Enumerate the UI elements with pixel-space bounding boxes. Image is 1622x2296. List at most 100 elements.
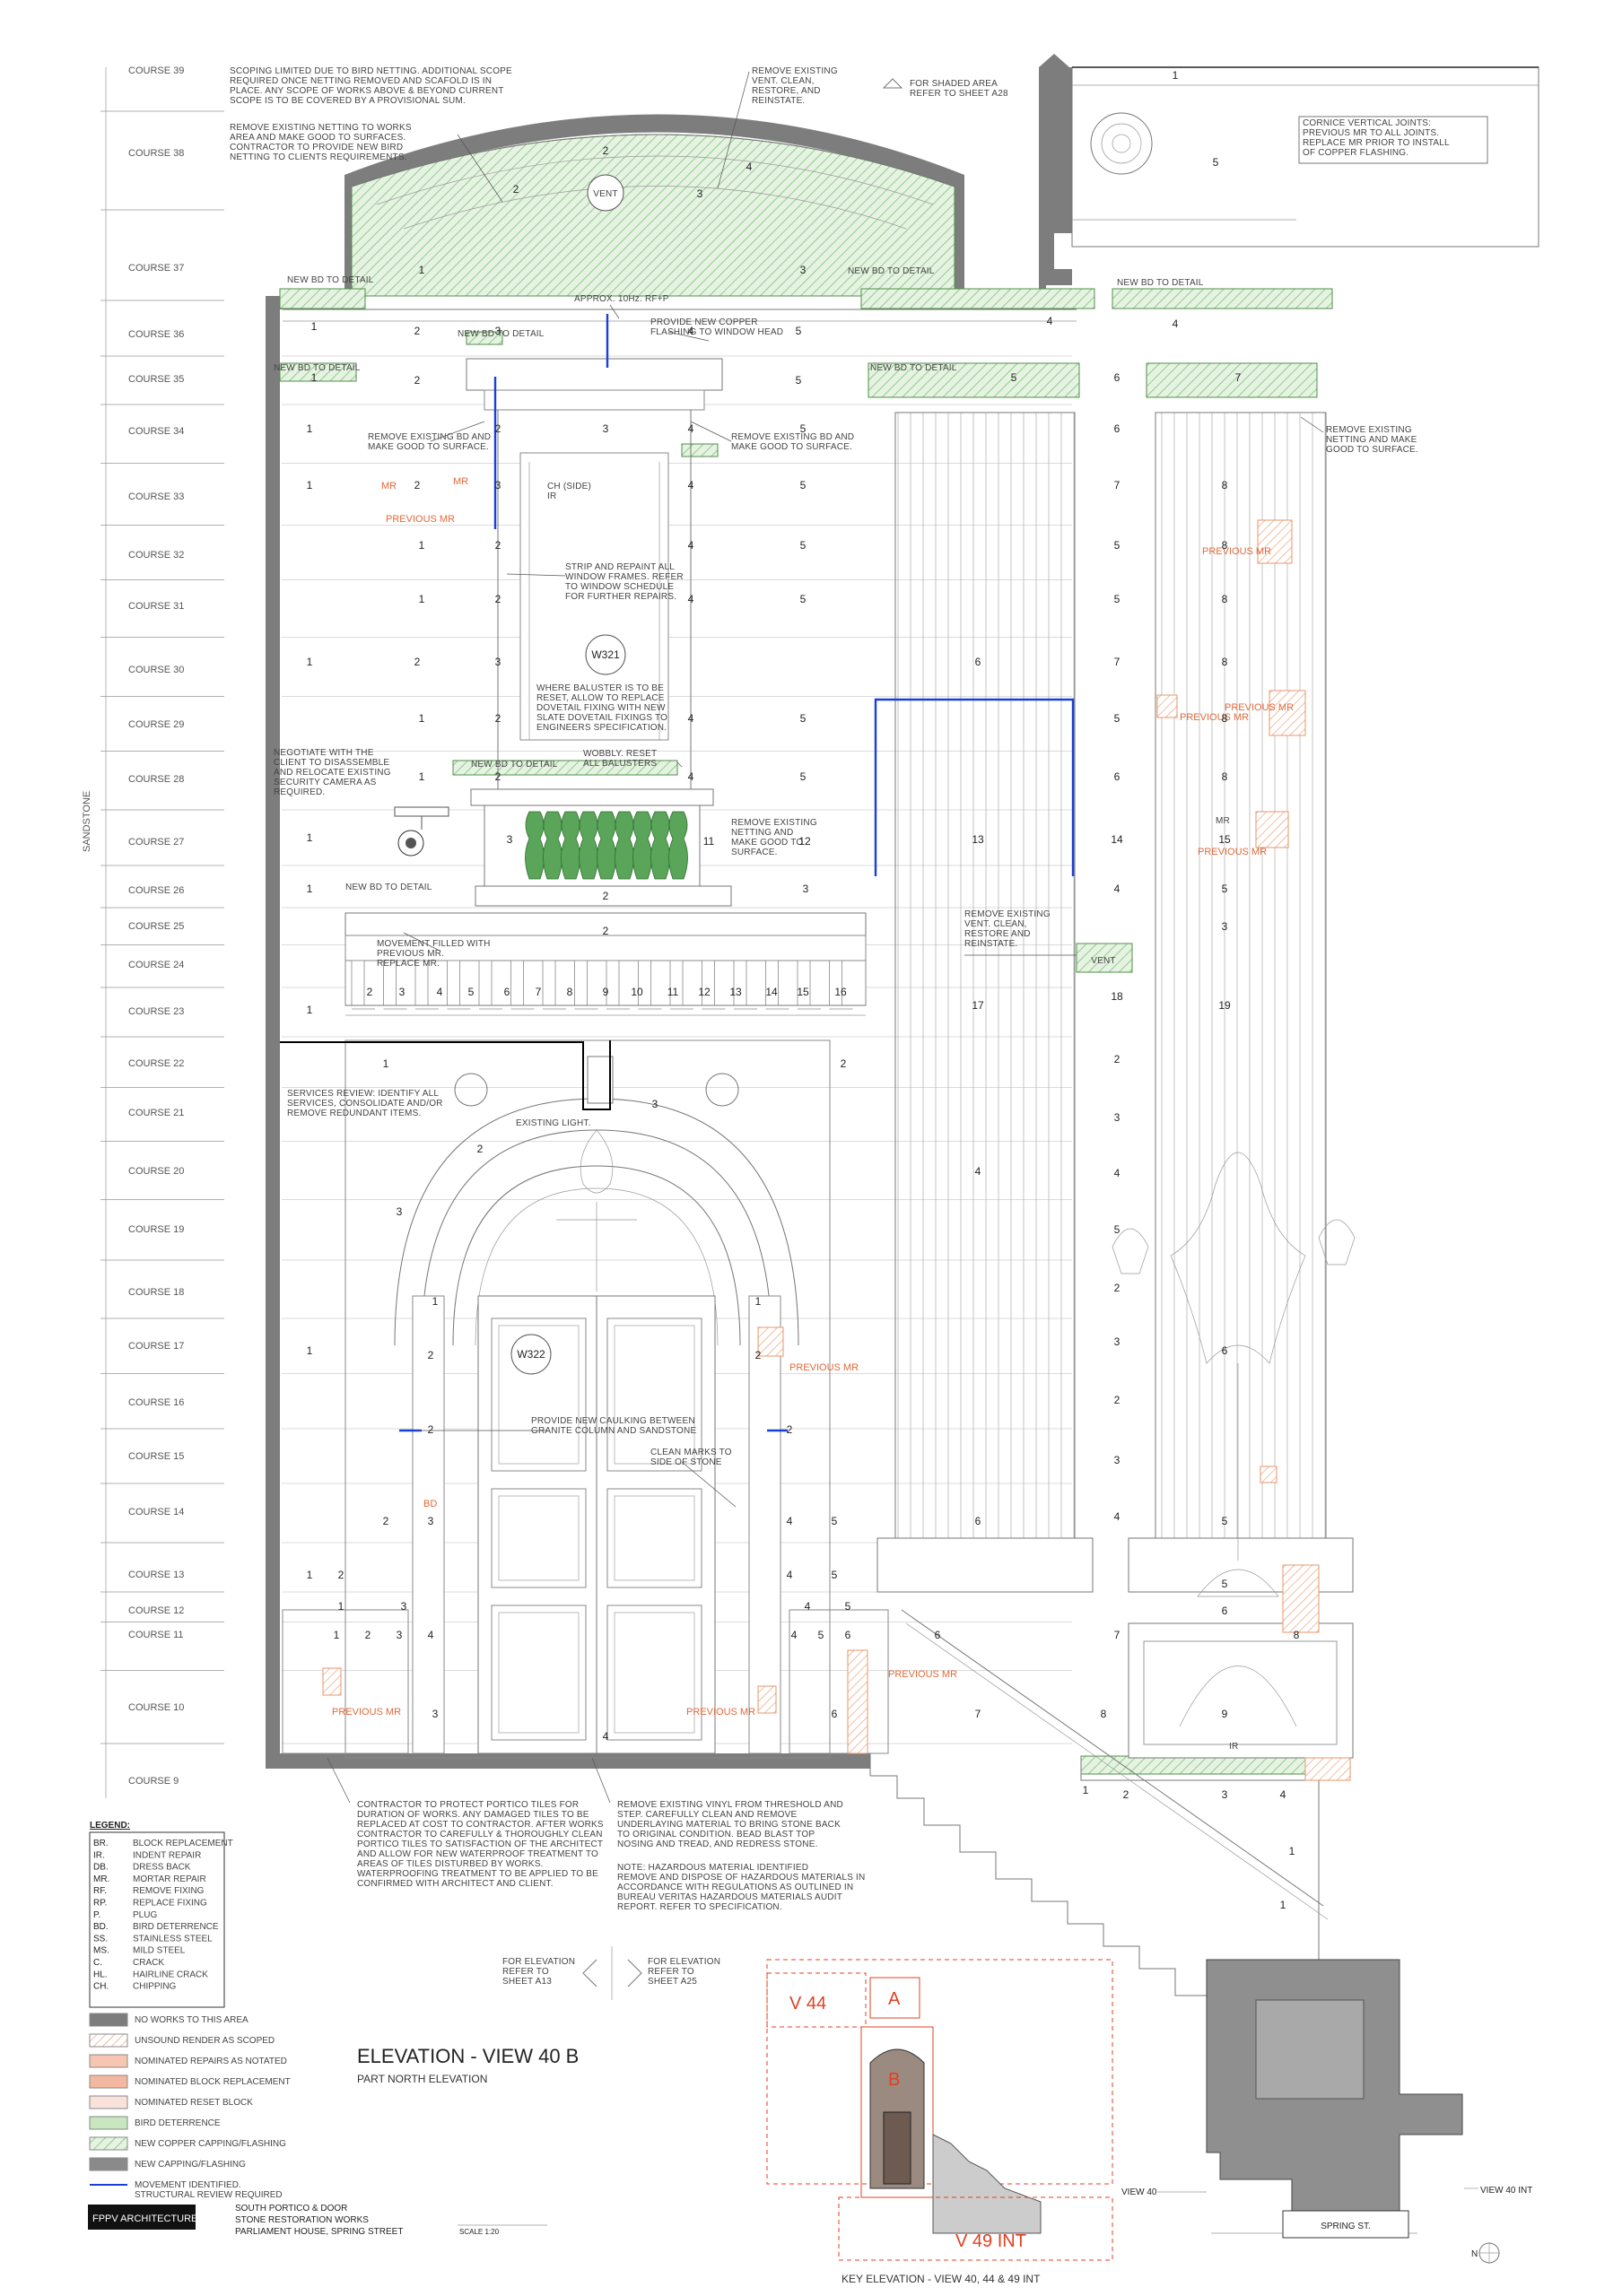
legend-code: RP. — [93, 1899, 107, 1909]
legend-code: RF. — [93, 1886, 107, 1896]
previous-mr-tag: PREVIOUS MR — [386, 514, 455, 525]
course-label: COURSE 33 — [128, 491, 184, 502]
note-new-bd: NEW BD TO DETAIL — [848, 266, 935, 276]
movement-lines — [280, 314, 1075, 1432]
legend-text: HAIRLINE CRACK — [133, 1970, 208, 1979]
course-label: COURSE 28 — [128, 774, 184, 785]
previous-mr-tag: PREVIOUS MR — [789, 1362, 859, 1373]
stone-number: 3 — [428, 1515, 434, 1527]
stone-number: 5 — [832, 1569, 838, 1581]
mr-tag: MR — [381, 481, 397, 491]
stone-number: 1 — [419, 593, 425, 605]
legend-text: DRESS BACK — [133, 1863, 191, 1873]
stone-number: 2 — [603, 144, 609, 157]
legend-code: BD. — [93, 1922, 109, 1932]
stone-number: 16 — [834, 986, 847, 998]
course-label: COURSE 26 — [128, 885, 184, 896]
stone-number: 4 — [428, 1629, 434, 1641]
stone-number: 4 — [787, 1515, 793, 1527]
stone-number: 2 — [495, 770, 501, 783]
stone-number: 3 — [397, 1629, 403, 1641]
stone-number: 4 — [688, 479, 694, 491]
legend-text: REPLACE FIXING — [133, 1899, 207, 1909]
bd-band-7 — [466, 331, 503, 345]
stone-number: 5 — [832, 1515, 838, 1527]
frieze — [344, 912, 867, 1016]
firm-name: FPPV ARCHITECTURE — [92, 2213, 197, 2224]
project-line-3: PARLIAMENT HOUSE, SPRING STREET — [235, 2227, 403, 2237]
course-label: COURSE 30 — [128, 665, 184, 675]
course-label: COURSE 23 — [128, 1006, 184, 1017]
no-works-area — [266, 54, 1072, 1769]
stone-number: 7 — [1114, 656, 1121, 668]
stone-number: 1 — [419, 770, 425, 783]
stone-number: 2 — [428, 1423, 434, 1436]
plan-view40int: VIEW 40 INT — [1480, 2186, 1532, 2196]
note-scoping: SCOPING LIMITED DUE TO BIRD NETTING. ADD… — [230, 66, 512, 106]
stone-number: 5 — [800, 712, 807, 725]
stone-number: 10 — [631, 986, 643, 998]
note-cornice: CORNICE VERTICAL JOINTS:PREVIOUS MR TO A… — [1303, 118, 1450, 158]
stone-number: 3 — [1114, 1454, 1121, 1466]
stone-number: 5 — [796, 325, 802, 337]
window-tag-w321: W321 — [591, 648, 620, 661]
stone-number: 1 — [311, 320, 318, 333]
stone-number: 2 — [1123, 1788, 1129, 1801]
stone-number: 8 — [1222, 656, 1228, 668]
stone-number: 1 — [307, 479, 313, 491]
stone-number: 1 — [307, 1344, 313, 1357]
note-new-bd: NEW BD TO DETAIL — [870, 363, 957, 373]
legend-item-label: NOMINATED BLOCK REPLACEMENT — [135, 2077, 291, 2087]
stone-number: 3 — [495, 479, 501, 491]
window-tag-w322: W322 — [517, 1348, 545, 1361]
mr-tag: MR — [1216, 816, 1230, 826]
legend-code: MS. — [93, 1946, 109, 1956]
legend-swatch — [89, 2095, 128, 2109]
stone-number: 4 — [746, 161, 753, 173]
stone-number: 12 — [698, 986, 711, 998]
course-label: COURSE 34 — [128, 426, 184, 437]
note-new-bd: NEW BD TO DETAIL — [287, 275, 374, 285]
legend-swatch — [89, 2054, 128, 2068]
stone-number: 8 — [1222, 770, 1228, 783]
stone-number: 2 — [367, 986, 373, 998]
legend-code: P. — [93, 1910, 100, 1920]
stone-number: 3 — [803, 883, 809, 895]
location-plan: SPRING ST. VIEW 40 VIEW 40 INT N — [1121, 1959, 1532, 2264]
stone-number: 4 — [1173, 317, 1179, 330]
stone-number: 4 — [1280, 1788, 1286, 1801]
stone-number: 4 — [437, 986, 443, 998]
note-existing-light: EXISTING LIGHT. — [516, 1118, 591, 1128]
stone-number: 8 — [1222, 479, 1228, 491]
stone-number: 1 — [1289, 1845, 1295, 1857]
key-a: A — [888, 1989, 901, 2009]
legend-code: SS. — [93, 1934, 108, 1944]
stone-number: 3 — [1222, 920, 1228, 933]
stone-number: 4 — [1114, 883, 1121, 895]
stone-number: 8 — [1222, 593, 1228, 605]
bd-band-4 — [1112, 288, 1333, 309]
stone-number: 11 — [703, 835, 715, 848]
stone-number: 2 — [603, 925, 609, 937]
course-label: COURSE 11 — [128, 1630, 184, 1640]
stone-number: 5 — [1222, 883, 1228, 895]
stone-number: 1 — [338, 1600, 344, 1613]
stone-number: 3 — [1222, 1788, 1228, 1801]
stone-number: 4 — [688, 422, 694, 435]
mr-tag: MR — [453, 476, 468, 487]
stone-number: 2 — [414, 479, 421, 491]
legend-item-label: NOMINATED RESET BLOCK — [135, 2098, 253, 2108]
stone-number: 2 — [1114, 1053, 1121, 1065]
stone-number: 3 — [432, 1708, 439, 1720]
previous-mr-tag: PREVIOUS MR — [686, 1707, 755, 1718]
stone-number: 1 — [311, 371, 318, 384]
stone-number: 2 — [365, 1629, 371, 1641]
leader-lines — [327, 71, 1324, 1804]
stone-number: 7 — [975, 1708, 981, 1720]
annotation-notes: SCOPING LIMITED DUE TO BIRD NETTING. ADD… — [230, 66, 1488, 1912]
